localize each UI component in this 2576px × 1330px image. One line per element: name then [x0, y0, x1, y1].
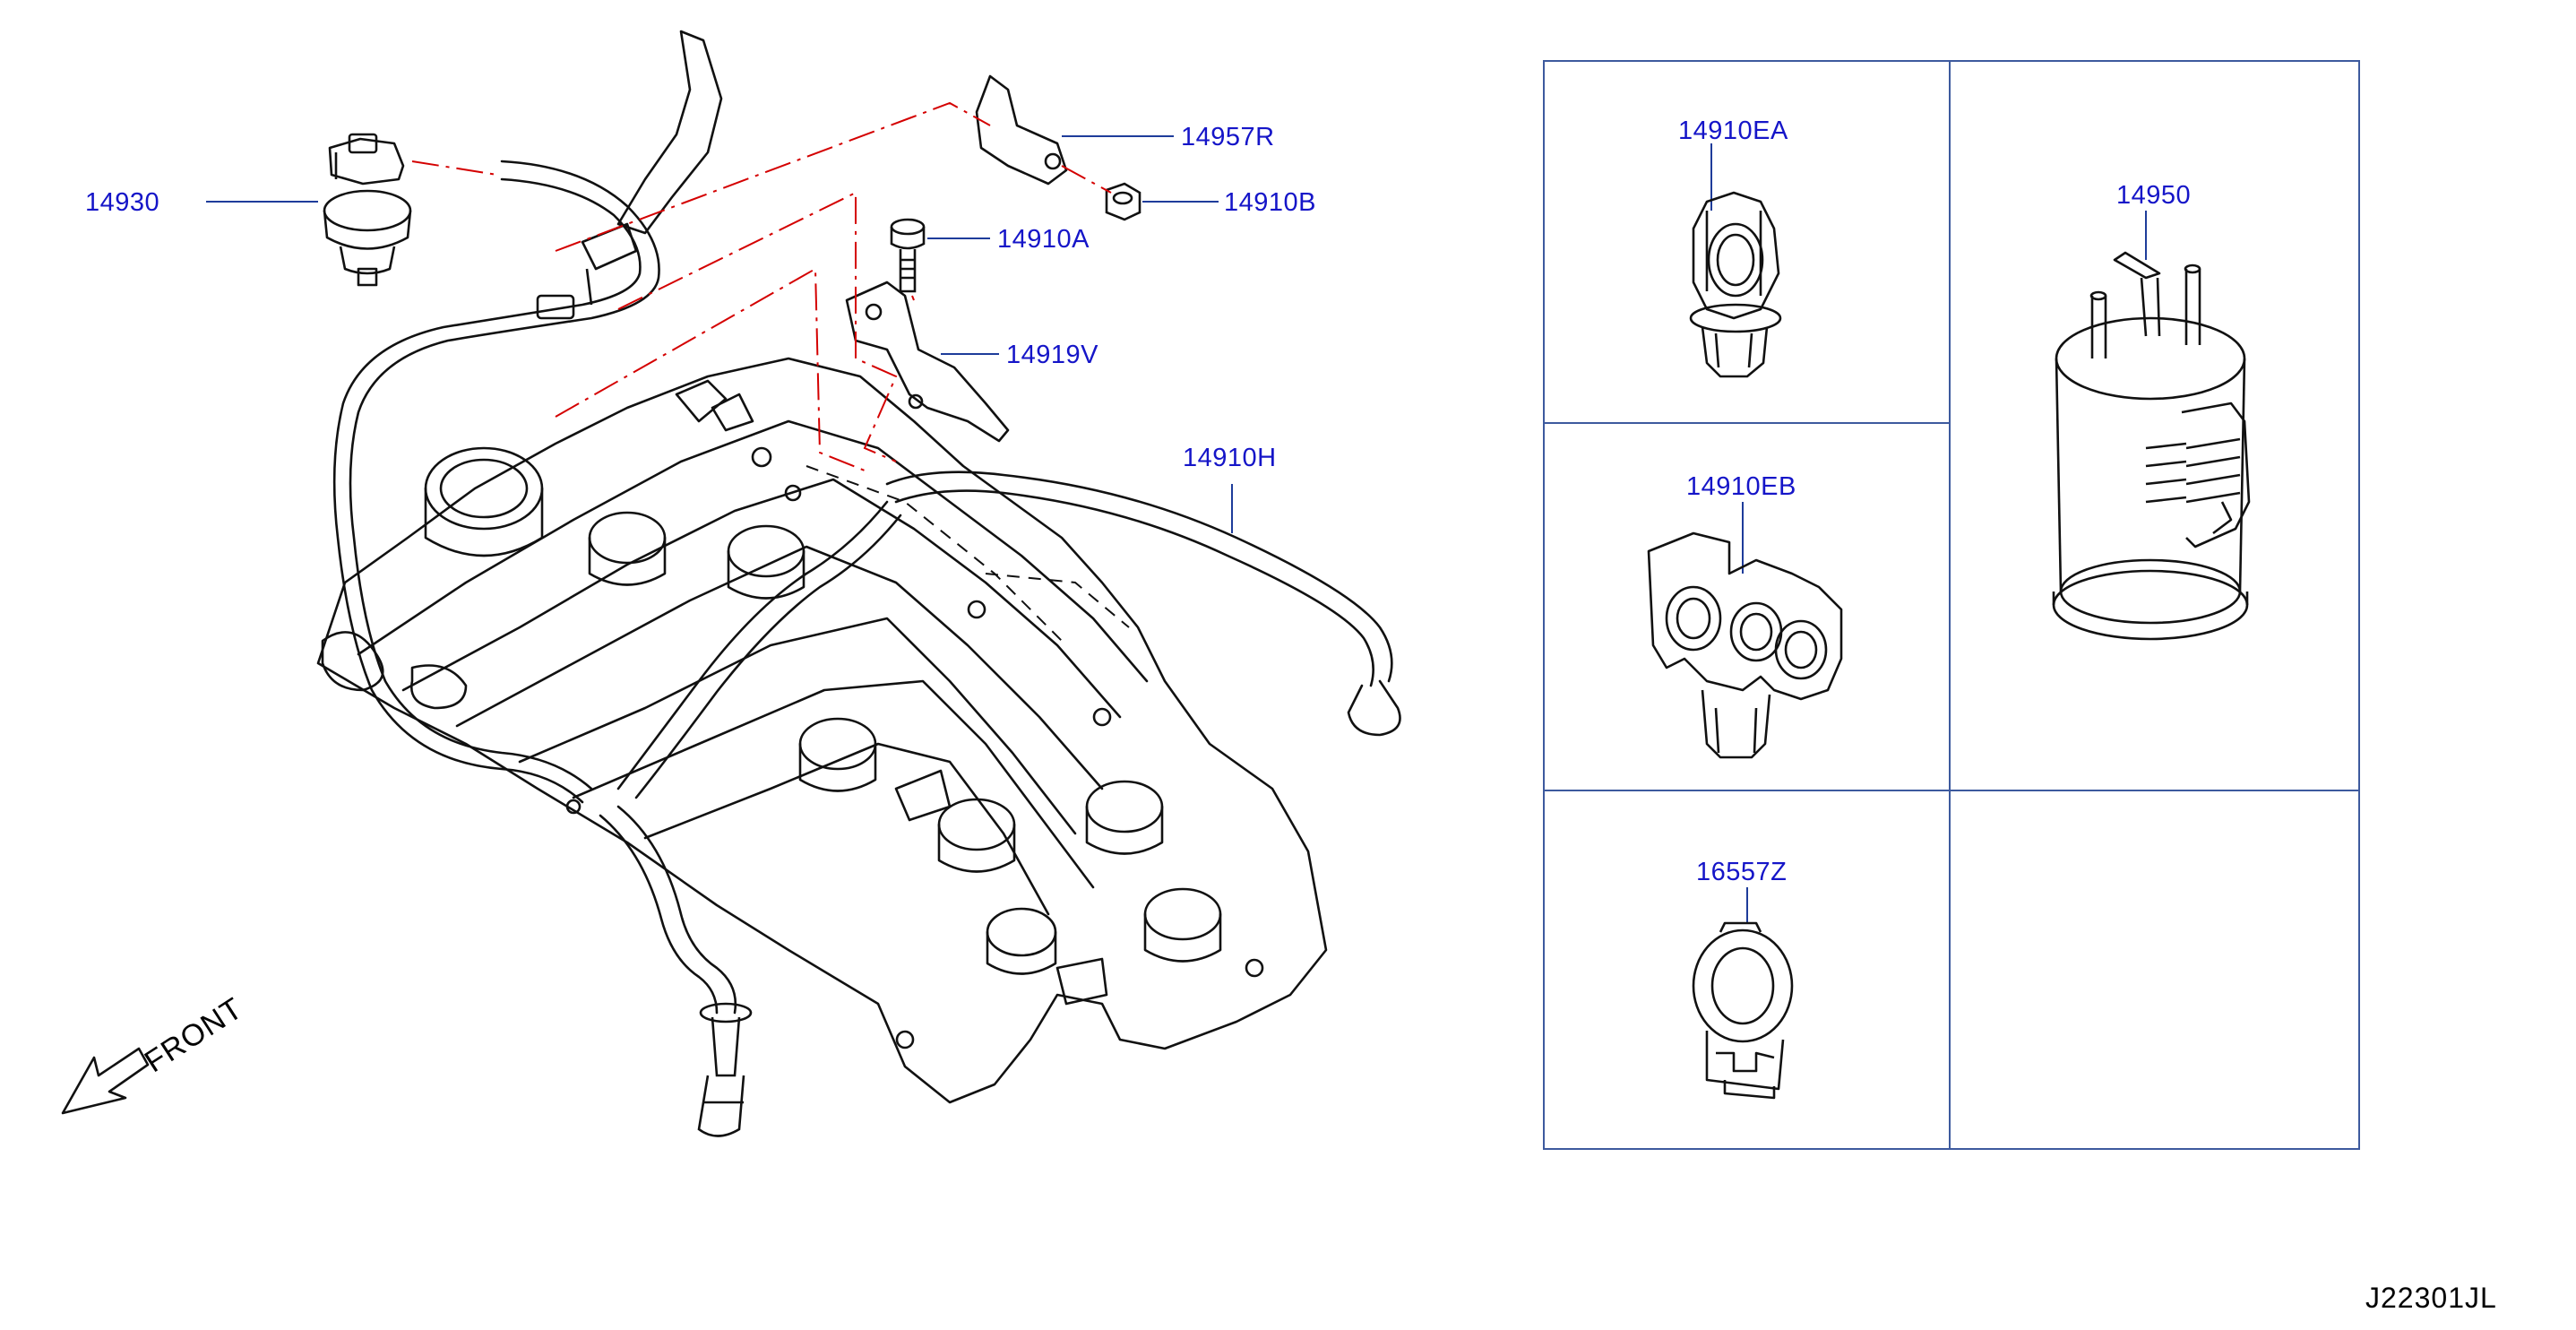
- front-arrow-icon: [61, 1047, 150, 1115]
- part-label-14910H: 14910H: [1183, 444, 1277, 472]
- vent-hose-routing: [332, 160, 1401, 1015]
- part-label-14910B: 14910B: [1224, 188, 1316, 217]
- engine-head-cover: [316, 357, 1328, 1104]
- part-label-14910EB: 14910EB: [1686, 472, 1796, 501]
- solenoid-valve-icon: [323, 133, 412, 287]
- diagram-code: J22301JL: [2365, 1282, 2497, 1314]
- canister-14950-icon: [2052, 251, 2251, 641]
- part-label-14919V: 14919V: [1006, 341, 1098, 369]
- clip-14910EA-icon: [1689, 191, 1782, 378]
- bracket-14957R-icon: [975, 74, 1068, 186]
- part-label-14910A: 14910A: [997, 225, 1090, 254]
- hose-end-connector: [697, 1002, 753, 1137]
- part-label-16557Z: 16557Z: [1696, 858, 1788, 886]
- nut-14910B-icon: [1105, 182, 1142, 221]
- bracket-14919V-icon: [845, 281, 1010, 443]
- part-label-14910EA: 14910EA: [1678, 117, 1788, 145]
- part-label-14957R: 14957R: [1181, 123, 1275, 151]
- part-label-14950: 14950: [2116, 181, 2192, 210]
- detail-panels-frame: [1543, 60, 2360, 1150]
- part-label-14930: 14930: [85, 188, 160, 217]
- engine-hidden-lines: [806, 465, 1130, 646]
- phantom-reference-lines: [411, 101, 1112, 471]
- clamp-16557Z-icon: [1692, 921, 1794, 1100]
- clip-14910EB-icon: [1647, 531, 1843, 759]
- bolt-14910A-icon: [890, 218, 926, 293]
- leader-lines: [206, 135, 2147, 923]
- upper-bracket-icon: [536, 30, 723, 320]
